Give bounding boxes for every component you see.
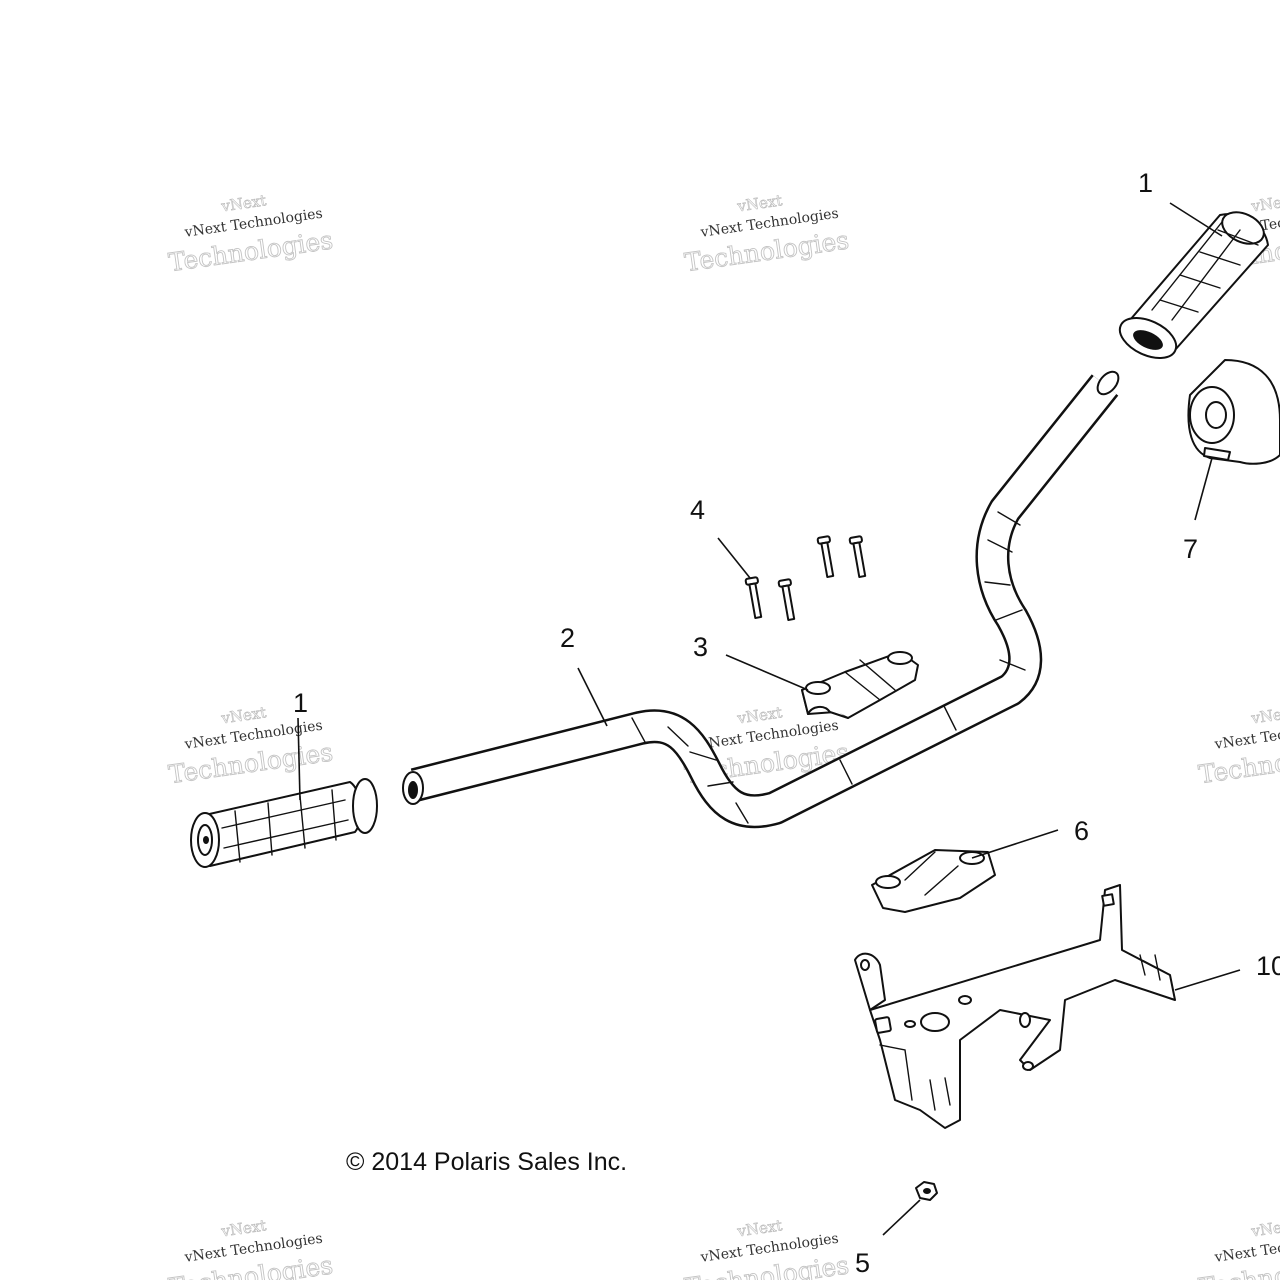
watermark-bottom-center: vNext vNext Technologies Technologies bbox=[682, 1216, 851, 1280]
lower-clamp bbox=[871, 849, 996, 913]
callout-bracket: 10 bbox=[1256, 951, 1280, 981]
callout-switch-housing: 7 bbox=[1183, 534, 1198, 564]
callout-lower-clamp: 6 bbox=[1074, 816, 1089, 846]
mounting-bracket bbox=[854, 884, 1176, 1129]
svg-text:vNext: vNext bbox=[219, 191, 267, 215]
callout-upper-clamp: 3 bbox=[693, 632, 708, 662]
watermark-top-center: vNext vNext Technologies Technologies bbox=[682, 191, 851, 278]
leader-lines bbox=[297, 202, 1241, 1236]
watermark-top-left: vNext vNext Technologies Technologies bbox=[166, 191, 335, 278]
nut bbox=[915, 1181, 938, 1201]
callout-bolts: 4 bbox=[690, 495, 705, 525]
watermark-middle-right: vNext vNext Technologies Technologies bbox=[1196, 703, 1280, 790]
svg-text:vNext: vNext bbox=[1249, 1216, 1280, 1240]
svg-text:vNext: vNext bbox=[219, 703, 267, 727]
watermark-bottom-right: vNext vNext Technologies Technologies bbox=[1196, 1216, 1280, 1280]
callout-nut: 5 bbox=[855, 1248, 870, 1278]
copyright-notice: © 2014 Polaris Sales Inc. bbox=[346, 1148, 627, 1176]
watermark-bottom-left: vNext vNext Technologies Technologies bbox=[166, 1216, 335, 1280]
switch-housing bbox=[1187, 359, 1280, 465]
handlebar bbox=[402, 370, 1120, 829]
watermark-middle-left: vNext vNext Technologies Technologies bbox=[166, 703, 335, 790]
svg-text:vNext: vNext bbox=[735, 1216, 783, 1240]
callout-handlebar: 2 bbox=[560, 623, 575, 653]
svg-text:vNext: vNext bbox=[1249, 191, 1280, 215]
callout-grip-left: 1 bbox=[293, 688, 308, 718]
upper-clamp bbox=[801, 651, 919, 719]
grip-right bbox=[1118, 211, 1269, 359]
svg-text:vNext: vNext bbox=[735, 703, 783, 727]
bolts bbox=[744, 535, 867, 621]
svg-text:vNext: vNext bbox=[735, 191, 783, 215]
grip-left bbox=[190, 778, 378, 868]
svg-text:vNext: vNext bbox=[1249, 703, 1280, 727]
svg-text:vNext: vNext bbox=[219, 1216, 267, 1240]
callout-grip-right: 1 bbox=[1138, 168, 1153, 198]
